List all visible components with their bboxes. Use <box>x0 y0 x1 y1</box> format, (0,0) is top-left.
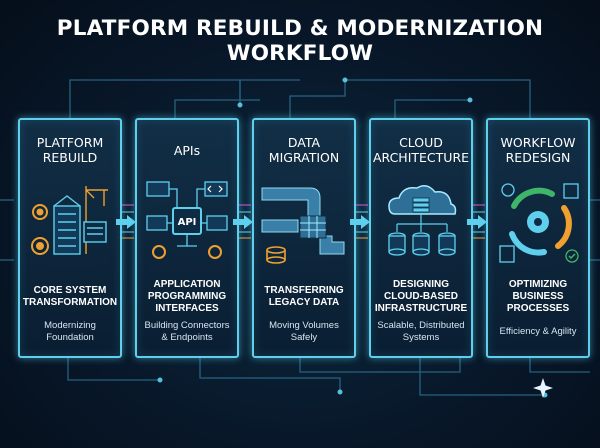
page-title: PLATFORM REBUILD & MODERNIZATION WORKFLO… <box>56 16 544 66</box>
stage-card-apis: APIs API APPLICATION PROGRAMMING INTERFA… <box>135 118 239 358</box>
svg-text:API: API <box>178 217 197 228</box>
stage-card-platform-rebuild: PLATFORM REBUILD CORE SYSTEM TRANSFORMAT… <box>18 118 122 358</box>
stage-subtitle: Moving Volumes Safely <box>269 320 339 343</box>
stage-card-data-migration: DATA MIGRATION TRANSFERRING LEGACY DATA … <box>252 118 356 358</box>
stage-title: WORKFLOW REDESIGN <box>500 135 576 165</box>
stage-heading: APPLICATION PROGRAMMING INTERFACES <box>147 279 227 314</box>
stage-title: CLOUD ARCHITECTURE <box>372 135 470 165</box>
stage-subtitle: Efficiency & Agility <box>499 326 577 337</box>
stage-title: PLATFORM REBUILD <box>36 135 104 165</box>
cloud-database-icon <box>388 185 457 256</box>
stage-heading: OPTIMIZING BUSINESS PROCESSES <box>506 279 570 314</box>
stage-heading: DESIGNING CLOUD-BASED INFRASTRUCTURE <box>374 279 468 314</box>
api-network-icon: API <box>146 181 228 259</box>
arrow-right-icon <box>467 215 487 229</box>
stage-card-workflow-redesign: WORKFLOW REDESIGN OPTIMIZING BUSINESS PR… <box>486 118 590 358</box>
stage-heading: TRANSFERRING LEGACY DATA <box>264 285 344 308</box>
stage-subtitle: Scalable, Distributed Systems <box>377 320 465 343</box>
stage-title: APIs <box>173 142 201 158</box>
arrow-right-icon <box>233 215 253 229</box>
stage-card-cloud-architecture: CLOUD ARCHITECTURE DESIGNING CLOUD-BASED… <box>369 118 473 358</box>
stage-heading: CORE SYSTEM TRANSFORMATION <box>22 285 118 308</box>
process-cycle-icon <box>499 183 579 263</box>
stage-subtitle: Modernizing Foundation <box>44 320 96 343</box>
building-construction-icon <box>31 186 108 255</box>
stage-title: DATA MIGRATION <box>268 135 340 165</box>
sparkle-icon <box>533 378 553 398</box>
arrow-right-icon <box>116 215 136 229</box>
arrow-right-icon <box>350 215 370 229</box>
stage-subtitle: Building Connectors & Endpoints <box>144 320 230 343</box>
data-pipeline-icon <box>261 187 345 264</box>
